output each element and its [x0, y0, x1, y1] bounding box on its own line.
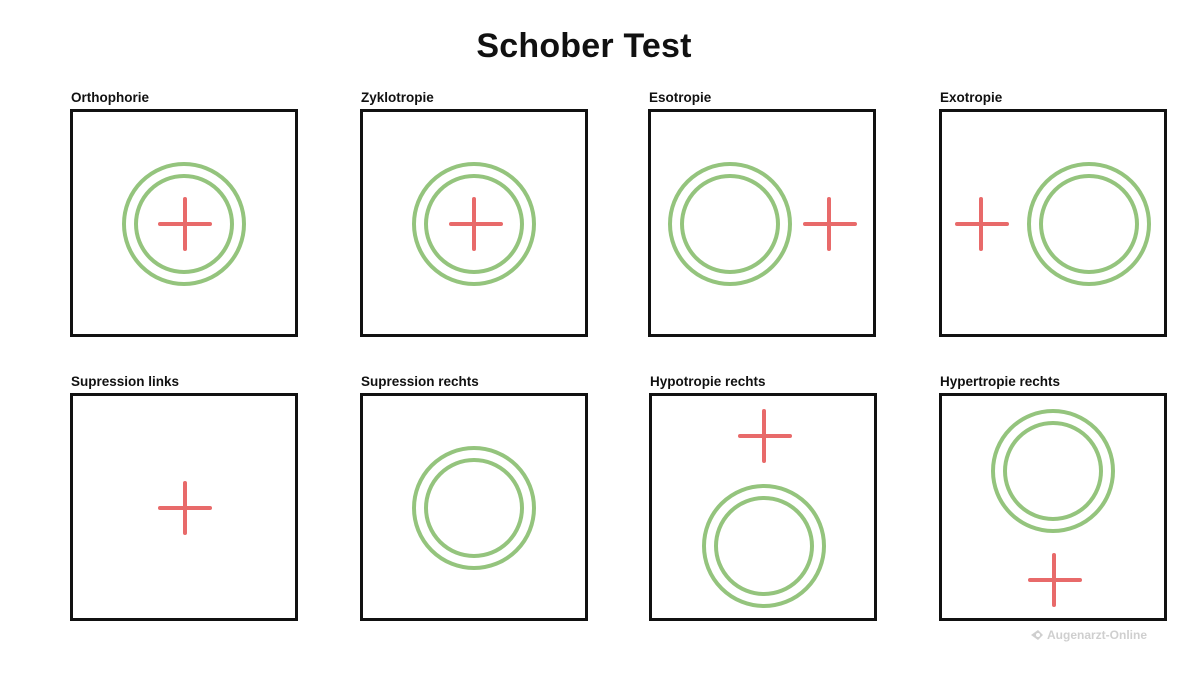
panel-exotropie-figure — [955, 162, 1151, 286]
panel-label-exotropie: Exotropie — [940, 90, 1003, 105]
watermark: Augenarzt-Online — [1030, 628, 1147, 642]
ring-outer — [1027, 162, 1151, 286]
panel-zyklotropie — [360, 109, 588, 337]
panel-label-hypotropie-rechts: Hypotropie rechts — [650, 374, 766, 389]
panel-supression-rechts — [360, 393, 588, 621]
ring-outer — [122, 162, 246, 286]
panel-hypertropie-rechts-figure — [991, 409, 1115, 607]
panel-hypertropie-rechts — [939, 393, 1167, 621]
panel-supression-links-figure — [158, 481, 212, 535]
ring-outer — [668, 162, 792, 286]
panel-label-hypertropie-rechts: Hypertropie rechts — [940, 374, 1061, 389]
ring-inner — [134, 174, 234, 274]
watermark-text: Augenarzt-Online — [1047, 628, 1148, 642]
page-title: Schober Test — [476, 27, 692, 65]
panel-esotropie-figure — [668, 162, 857, 286]
panel-hypotropie-rechts — [649, 393, 877, 621]
panel-label-zyklotropie: Zyklotropie — [361, 90, 434, 105]
panel-zyklotropie-figure — [412, 162, 536, 286]
ring-inner — [424, 458, 524, 558]
panel-esotropie — [648, 109, 876, 337]
panel-label-supression-rechts: Supression rechts — [361, 374, 479, 389]
panel-orthophorie — [70, 109, 298, 337]
panel-label-supression-links: Supression links — [71, 374, 180, 389]
ring-inner — [1039, 174, 1139, 274]
panel-label-orthophorie: Orthophorie — [71, 90, 149, 105]
ring-outer — [412, 446, 536, 570]
eye-logo-icon — [1031, 630, 1043, 640]
ring-outer — [412, 162, 536, 286]
panel-supression-links — [70, 393, 298, 621]
panel-exotropie — [939, 109, 1167, 337]
panel-hypotropie-rechts-figure — [702, 409, 826, 608]
ring-inner — [1003, 421, 1103, 521]
ring-inner — [680, 174, 780, 274]
ring-outer — [702, 484, 826, 608]
ring-outer — [991, 409, 1115, 533]
panel-supression-rechts-figure — [412, 446, 536, 570]
ring-inner — [714, 496, 814, 596]
panel-label-esotropie: Esotropie — [649, 90, 712, 105]
ring-inner — [424, 174, 524, 274]
panel-orthophorie-figure — [122, 162, 246, 286]
